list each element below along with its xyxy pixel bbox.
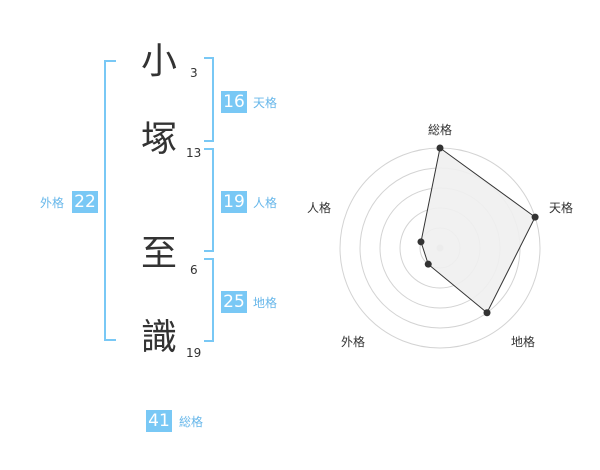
soukaku-label: 総格: [179, 415, 204, 429]
radar-axis-label-tenkaku: 天格: [549, 201, 574, 215]
radar-point-jinkaku: [417, 238, 425, 246]
chikaku-label: 地格: [253, 296, 278, 310]
radar-point-gaikaku: [424, 260, 432, 268]
stroke-count-4: 19: [186, 346, 202, 360]
radar-axis-label-gaikaku: 外格: [341, 335, 366, 349]
radar-axis-label-chikaku: 地格: [511, 335, 536, 349]
jinkaku-value: 19: [221, 191, 247, 213]
name-char-4: 識: [141, 317, 178, 358]
stroke-count-1: 3: [190, 66, 198, 80]
radar-points: [417, 144, 539, 317]
radar-point-chikaku: [483, 309, 491, 317]
radar-axis-label-jinkaku: 人格: [307, 201, 332, 215]
radar-point-tenkaku: [531, 213, 539, 221]
stroke-count-3: 6: [190, 263, 198, 277]
radar-axis-label-soukaku: 総格: [428, 123, 453, 137]
gaikaku-bracket: [104, 60, 116, 341]
name-char-3: 至: [141, 233, 178, 274]
tenkaku-value: 16: [221, 91, 247, 113]
chikaku-value: 25: [221, 291, 247, 313]
name-char-1: 小: [141, 41, 178, 82]
gaikaku-value: 22: [72, 191, 98, 213]
stroke-count-2: 13: [186, 146, 202, 160]
name-char-2: 塚: [141, 119, 178, 160]
tenkaku-label: 天格: [253, 96, 278, 110]
soukaku-value: 41: [146, 410, 172, 432]
radar-data-polygon: [420, 147, 536, 314]
jinkaku-bracket: [204, 148, 214, 252]
tenkaku-bracket: [204, 57, 214, 142]
chikaku-bracket: [204, 258, 214, 342]
jinkaku-label: 人格: [253, 196, 278, 210]
radar-point-soukaku: [436, 144, 444, 152]
gaikaku-label: 外格: [40, 196, 65, 210]
